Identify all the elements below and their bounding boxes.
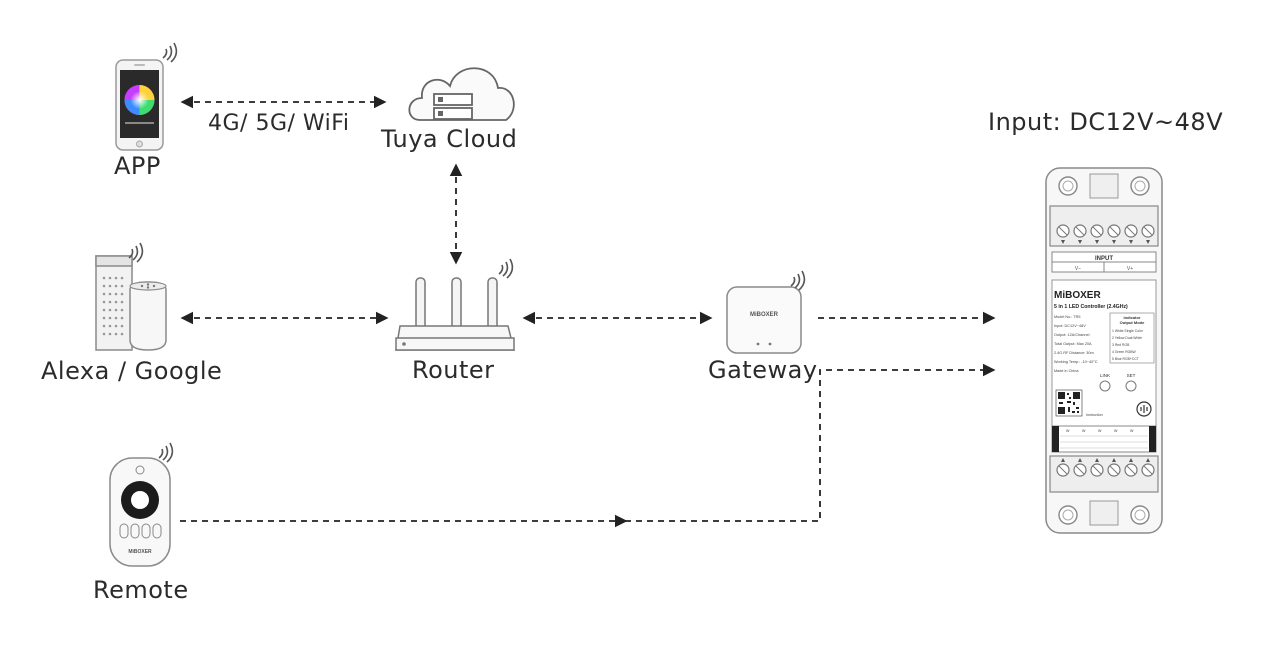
tuya-logo-icon (1136, 401, 1152, 417)
spec-line: Output: 12A/Channel (1054, 333, 1090, 337)
mode-header-2: Output Mode (1120, 320, 1145, 325)
controller-brand-text: MiBOXER (1054, 290, 1101, 301)
gateway-icon: MiBOXER (726, 286, 802, 354)
link-button[interactable] (1099, 380, 1111, 392)
app-label: APP (114, 152, 161, 180)
gateway-brand-text: MiBOXER (750, 312, 779, 318)
controller-model-title: 5 in 1 LED Controller (2.4GHz) (1054, 304, 1128, 310)
qr-code-icon (1055, 389, 1083, 417)
spec-line: Total Output: Max 20A (1054, 342, 1092, 346)
connectors (180, 95, 996, 528)
mode-line: 1 White Single Color (1112, 329, 1144, 333)
remote-icon: MiBOXER (109, 457, 171, 567)
mode-line: 5 Blue RGB+CCT (1112, 357, 1139, 361)
spec-line: Working Temp.: -10~40°C (1054, 360, 1098, 364)
terminal-pos-text: V+ (1127, 266, 1133, 272)
output-labels: W W W W W (1066, 429, 1134, 433)
input-header-text: INPUT (1095, 256, 1113, 262)
remote-label: Remote (93, 576, 189, 604)
mode-header-1: Indicator (1124, 315, 1141, 320)
output-label: W (1098, 429, 1102, 433)
router-label: Router (412, 356, 495, 384)
output-label: W (1130, 429, 1134, 433)
mode-line: 3 Red RGB (1112, 343, 1130, 347)
terminal-neg-text: V− (1075, 266, 1081, 272)
alexa-google-label: Alexa / Google (41, 357, 223, 385)
spec-line: Made in China (1054, 369, 1079, 373)
router-icon (395, 277, 515, 351)
wifi-icon (498, 258, 514, 279)
spec-list: Model No.: TR5 Input: DC12V~48V Output: … (1054, 315, 1098, 373)
output-label: W (1066, 429, 1070, 433)
spec-line: Model No.: TR5 (1054, 315, 1081, 319)
mode-line: 4 Green RGBW (1112, 350, 1137, 354)
input-voltage-label: Input: DC12V~48V (988, 108, 1224, 136)
wifi-icon (128, 242, 144, 263)
set-label: SET (1127, 373, 1136, 378)
tuya-cloud-label: Tuya Cloud (381, 125, 518, 153)
remote-controller-connector (625, 363, 996, 522)
mode-line: 2 Yellow Dual White (1112, 336, 1142, 340)
phone-icon (115, 59, 164, 151)
gateway-label: Gateway (708, 356, 818, 384)
instruction-text: Instruction (1086, 413, 1103, 417)
output-label: W (1082, 429, 1086, 433)
led-controller-device: INPUT V− V+ MiBOXER 5 in 1 LED Controlle… (1045, 167, 1163, 534)
remote-brand-text: MiBOXER (128, 549, 152, 555)
wifi-icon (162, 42, 178, 63)
spec-line: 2.4G RF Distance: 30m (1054, 351, 1094, 355)
smart-speaker-icon (95, 255, 167, 351)
mode-list: 1 White Single Color 2 Yellow Dual White… (1112, 329, 1144, 361)
spec-line: Input: DC12V~48V (1054, 324, 1086, 328)
output-label: W (1114, 429, 1118, 433)
link-label: LINK (1100, 373, 1110, 378)
app-cloud-link-label: 4G/ 5G/ WiFi (208, 111, 350, 136)
cloud-icon (408, 67, 515, 121)
wifi-icon (158, 442, 174, 463)
wifi-icon (790, 270, 806, 291)
set-button[interactable] (1125, 380, 1137, 392)
